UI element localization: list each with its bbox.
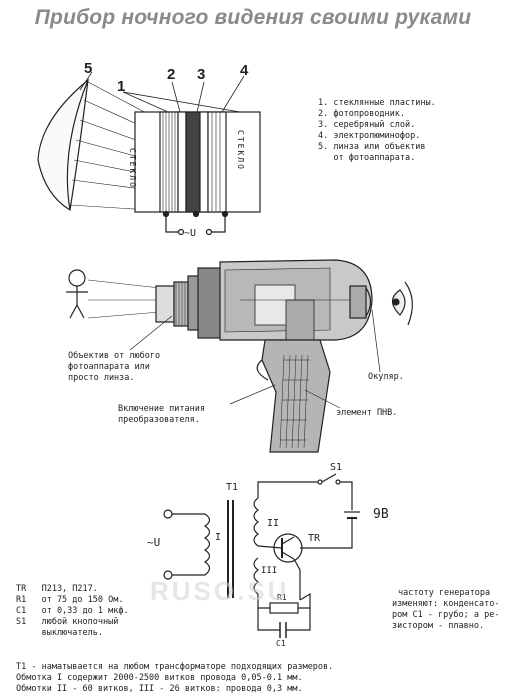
source-label: ~U (184, 228, 197, 239)
parts-list-item: S1 любой кнопочный (16, 617, 119, 627)
switch-label-line: преобразователя. (118, 415, 200, 425)
glass-label-left: СТЕКЛО (128, 148, 137, 189)
element-label: элемент ПНВ. (336, 408, 398, 418)
t1-label: T1 (226, 482, 239, 493)
winding-label-1: I (215, 532, 222, 543)
device-body (155, 259, 373, 453)
light-rays (87, 279, 161, 319)
eyepiece-label: Окуляр. (368, 372, 404, 382)
r1-label: R1 (277, 593, 287, 602)
electrodes (162, 210, 229, 236)
footer-line: T1 - наматывается на любом трансформатор… (16, 662, 334, 672)
callout-2: 2 (167, 66, 176, 83)
switch-label-line: Включение питания (118, 404, 205, 414)
glass-label-right: СТЕКЛО (236, 130, 245, 171)
objective-label-line: фотоаппарата или (68, 362, 150, 372)
battery-label: 9В (373, 507, 389, 522)
objective-label-line: просто линза. (68, 373, 135, 383)
parts-list-item: TR П213, П217. (16, 584, 98, 594)
winding-label-3: III (261, 566, 278, 576)
eye-icon (391, 281, 413, 326)
winding-label-2: II (267, 518, 280, 529)
callout-4: 4 (240, 62, 249, 79)
generator-note-line: изменяют: конденсато- (392, 599, 500, 609)
objective-label-line: Объектив от любого (68, 351, 161, 361)
legend-item: 4. электролюминофор. (318, 131, 421, 141)
parts-list-item: R1 от 75 до 150 Ом. (16, 595, 124, 605)
generator-note-line: ром С1 - грубо; а ре- (392, 610, 500, 620)
circuit-schematic (163, 473, 360, 638)
parts-list-item: выключатель. (16, 628, 103, 638)
circuit-source-label: ~U (147, 536, 161, 549)
callout-1: 1 (117, 78, 126, 95)
watermark: RUSO.SU (150, 576, 290, 606)
page-title: Прибор ночного видения своими руками (34, 6, 472, 29)
legend-item: 2. фотопроводник. (318, 109, 405, 119)
s1-label: S1 (330, 462, 343, 473)
legend-item: от фотоаппарата. (318, 153, 416, 163)
footer-line: Обмотки II - 60 витков, III - 26 витков:… (16, 684, 303, 694)
legend-item: 3. серебряный слой. (318, 120, 416, 130)
lens-icon (37, 78, 89, 211)
observed-figure (66, 269, 88, 319)
generator-note-line: частоту генератора (398, 588, 491, 598)
legend-item: 5. линза или объектив (318, 142, 426, 152)
callout-5: 5 (84, 60, 93, 77)
device-leaders (129, 309, 381, 409)
generator-note-line: зистором - плавно. (392, 621, 485, 631)
legend-item: 1. стеклянные пластины. (318, 98, 436, 108)
plate-stack (134, 111, 261, 213)
tr-label: TR (308, 533, 321, 544)
c1-label: C1 (276, 639, 286, 648)
footer-line: Обмотка I содержит 2000-2500 витков пров… (16, 673, 303, 683)
callout-3: 3 (197, 66, 206, 83)
parts-list-item: C1 от 0,33 до 1 мкф. (16, 606, 129, 616)
callout-lines (79, 71, 245, 113)
